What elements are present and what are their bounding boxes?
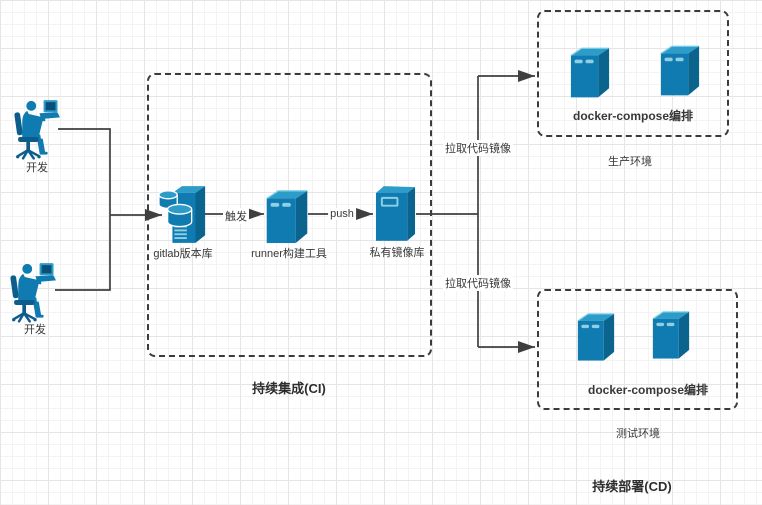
server-icon[interactable] bbox=[577, 304, 615, 367]
developer2-label: 开发 bbox=[24, 324, 46, 336]
ci-group-title: 持续集成(CI) bbox=[252, 381, 326, 396]
developer-icon[interactable] bbox=[14, 96, 60, 160]
registry-label: 私有镜像库 bbox=[369, 247, 425, 259]
edge-label-trigger[interactable]: 触发 bbox=[223, 208, 249, 224]
server-icon[interactable] bbox=[652, 302, 690, 365]
testing-caption: 测试环境 bbox=[616, 428, 660, 440]
production-group-box[interactable] bbox=[537, 10, 729, 137]
edge-label-push[interactable]: push bbox=[328, 208, 356, 220]
runner-label: runner构建工具 bbox=[251, 248, 327, 260]
server-icon[interactable] bbox=[660, 38, 700, 100]
developer1-label: 开发 bbox=[26, 162, 48, 174]
edge-dev2-to-merge[interactable] bbox=[55, 215, 111, 291]
build-server-icon[interactable] bbox=[265, 186, 309, 244]
developer-icon[interactable] bbox=[10, 259, 56, 323]
production-caption: 生产环境 bbox=[608, 156, 652, 168]
gitlab-repo-label: gitlab版本库 bbox=[153, 248, 213, 260]
edge-label-pull-bottom[interactable]: 拉取代码镜像 bbox=[443, 275, 513, 291]
registry-server-icon[interactable] bbox=[375, 182, 416, 243]
server-icon[interactable] bbox=[570, 40, 610, 102]
production-box-label: docker-compose编排 bbox=[572, 109, 694, 123]
cd-group-title: 持续部署(CD) bbox=[592, 479, 672, 494]
edge-label-pull-top[interactable]: 拉取代码镜像 bbox=[443, 140, 513, 156]
edge-dev1-to-merge[interactable] bbox=[58, 128, 111, 215]
testing-group-box[interactable] bbox=[537, 289, 738, 410]
testing-box-label: docker-compose编排 bbox=[587, 383, 709, 397]
gitlab-repo-icon[interactable] bbox=[158, 182, 208, 248]
